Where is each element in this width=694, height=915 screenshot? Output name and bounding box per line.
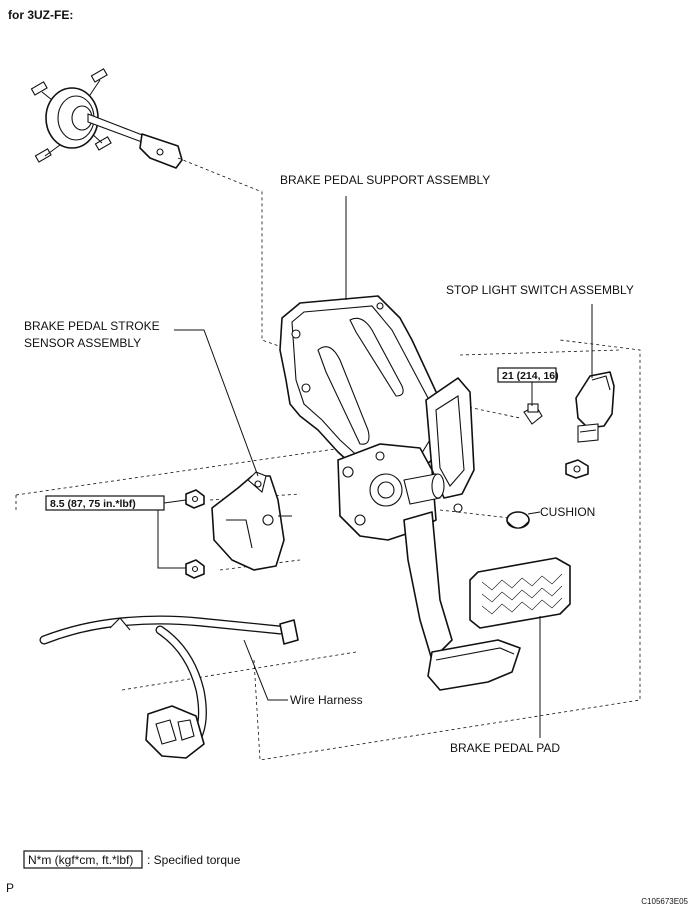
- brake-pedal-support-assembly: [279, 295, 475, 661]
- leader-wire-harness: [243, 639, 288, 701]
- leader-stroke-sensor: [174, 329, 259, 477]
- cushion: [506, 511, 530, 529]
- brake-pedal-foot: [427, 639, 521, 691]
- torque-value-21: 21 (214, 16): [502, 370, 559, 382]
- leader-cushion: [527, 511, 541, 515]
- legend-unit: N*m (kgf*cm, ft.*lbf): [28, 853, 133, 867]
- leader-torque-upper: [163, 499, 187, 504]
- legend-unit-box: [23, 850, 143, 869]
- torque-box-21: [497, 367, 557, 383]
- brake-pedal-pad: [469, 557, 571, 629]
- label-stroke-sensor-line1: BRAKE PEDAL STROKE: [24, 319, 160, 333]
- leader-torque-lower: [157, 510, 186, 569]
- label-stroke-sensor-line2: SENSOR ASSEMBLY: [24, 336, 141, 350]
- label-brake-pedal-support-assembly: BRAKE PEDAL SUPPORT ASSEMBLY: [280, 173, 490, 187]
- sensor-nut-lower: [185, 559, 205, 579]
- brake-booster-mount: [30, 68, 183, 169]
- page-marker: P: [6, 881, 14, 895]
- sensor-nut-upper: [185, 489, 205, 509]
- figure-code: C105673E05: [641, 897, 688, 906]
- label-cushion: CUSHION: [540, 505, 595, 519]
- label-stop-light-switch-assembly: STOP LIGHT SWITCH ASSEMBLY: [446, 283, 634, 297]
- support-bolt: [523, 403, 543, 425]
- assembly-guide-lines: [15, 157, 641, 761]
- legend-description: : Specified torque: [147, 853, 241, 867]
- label-brake-pedal-pad: BRAKE PEDAL PAD: [450, 741, 560, 755]
- engine-note: for 3UZ-FE:: [8, 8, 73, 22]
- brake-pedal-stroke-sensor-assembly: [211, 471, 292, 571]
- label-wire-harness: Wire Harness: [290, 693, 363, 707]
- torque-value-8-5: 8.5 (87, 75 in.*lbf): [50, 498, 136, 510]
- stop-light-switch-assembly: [565, 371, 615, 479]
- wire-harness: [39, 615, 299, 759]
